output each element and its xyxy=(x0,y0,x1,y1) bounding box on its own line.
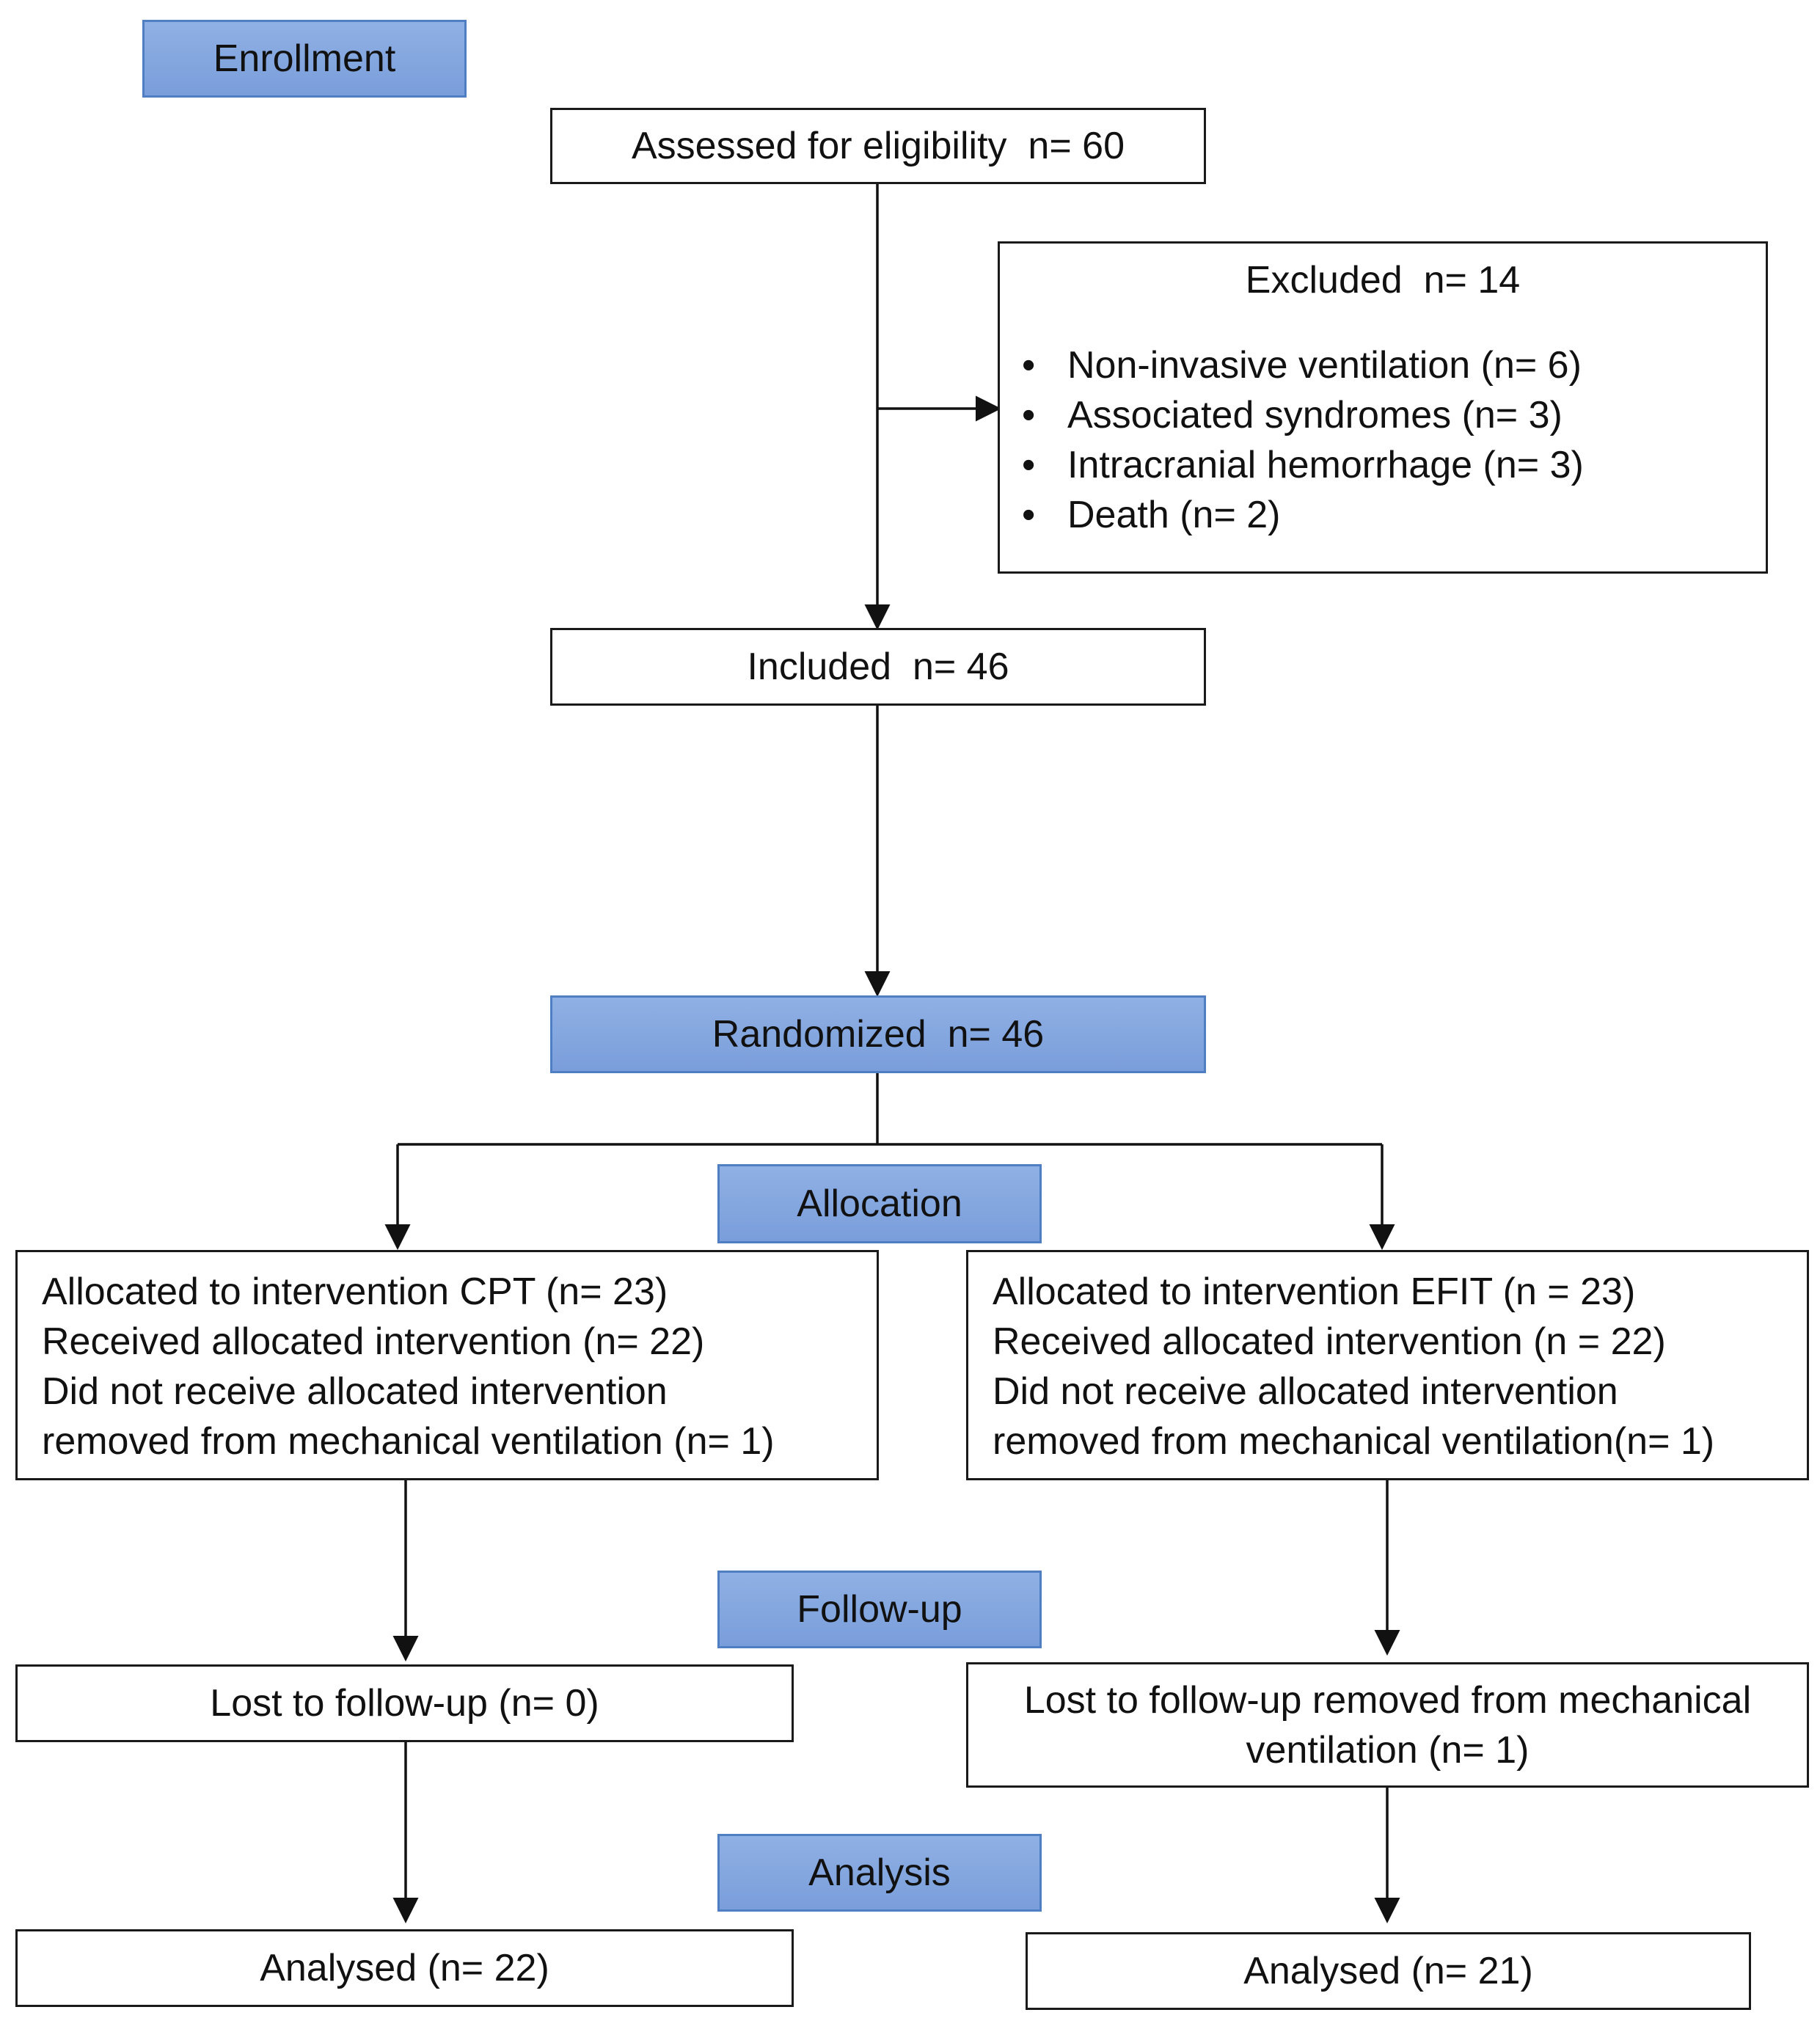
stage-allocation-label: Allocation xyxy=(797,1182,962,1225)
efit-allocated-line: Allocated to intervention EFIT (n = 23) xyxy=(993,1271,1636,1313)
excluded-reasons-list: •Non-invasive ventilation (n= 6) •Associ… xyxy=(1000,340,1766,540)
stage-analysis-label: Analysis xyxy=(808,1851,951,1894)
excluded-reason-item: •Non-invasive ventilation (n= 6) xyxy=(1022,340,1766,390)
stage-allocation: Allocation xyxy=(717,1164,1042,1243)
analysed-right-box: Analysed (n= 21) xyxy=(1026,1932,1751,2010)
bullet-icon: • xyxy=(1022,494,1036,536)
lost-followup-left-box: Lost to follow-up (n= 0) xyxy=(15,1664,794,1742)
excluded-title: Excluded n= 14 xyxy=(1245,259,1521,301)
stage-followup-label: Follow-up xyxy=(797,1588,962,1631)
efit-allocation-box: Allocated to intervention EFIT (n = 23) … xyxy=(966,1250,1809,1480)
efit-removed-line: removed from mechanical ventilation(n= 1… xyxy=(993,1420,1715,1463)
included-box: Included n= 46 xyxy=(550,628,1206,706)
cpt-not-received-line: Did not receive allocated intervention xyxy=(42,1370,668,1413)
lost-followup-right-box: Lost to follow-up removed from mechanica… xyxy=(966,1662,1809,1788)
lost-followup-left-label: Lost to follow-up (n= 0) xyxy=(210,1682,599,1725)
cpt-allocated-line: Allocated to intervention CPT (n= 23) xyxy=(42,1271,668,1313)
excluded-box: Excluded n= 14 •Non-invasive ventilation… xyxy=(998,241,1768,574)
cpt-received-line: Received allocated intervention (n= 22) xyxy=(42,1320,705,1363)
stage-analysis: Analysis xyxy=(717,1834,1042,1912)
lost-followup-right-line1: Lost to follow-up removed from mechanica… xyxy=(1023,1678,1752,1722)
excluded-reason-item: •Intracranial hemorrhage (n= 3) xyxy=(1022,440,1766,490)
analysed-left-box: Analysed (n= 22) xyxy=(15,1929,794,2007)
excluded-reason-item: •Associated syndromes (n= 3) xyxy=(1022,390,1766,440)
lost-followup-right-line2: ventilation (n= 1) xyxy=(1246,1728,1530,1772)
assessed-box: Assessed for eligibility n= 60 xyxy=(550,108,1206,184)
included-label: Included n= 46 xyxy=(747,646,1009,688)
stage-enrollment-label: Enrollment xyxy=(213,37,396,80)
stage-followup: Follow-up xyxy=(717,1571,1042,1648)
stage-randomized-label: Randomized n= 46 xyxy=(712,1013,1045,1056)
stage-randomized: Randomized n= 46 xyxy=(550,995,1206,1073)
stage-enrollment: Enrollment xyxy=(142,20,467,98)
efit-received-line: Received allocated intervention (n = 22) xyxy=(993,1320,1666,1363)
bullet-icon: • xyxy=(1022,394,1036,436)
bullet-icon: • xyxy=(1022,344,1036,387)
bullet-icon: • xyxy=(1022,444,1036,486)
analysed-left-label: Analysed (n= 22) xyxy=(260,1947,549,1989)
cpt-allocation-box: Allocated to intervention CPT (n= 23) Re… xyxy=(15,1250,879,1480)
efit-not-received-line: Did not receive allocated intervention xyxy=(993,1370,1618,1413)
excluded-reason-item: •Death (n= 2) xyxy=(1022,490,1766,540)
analysed-right-label: Analysed (n= 21) xyxy=(1243,1950,1533,1992)
cpt-removed-line: removed from mechanical ventilation (n= … xyxy=(42,1420,775,1463)
assessed-label: Assessed for eligibility n= 60 xyxy=(631,125,1125,167)
